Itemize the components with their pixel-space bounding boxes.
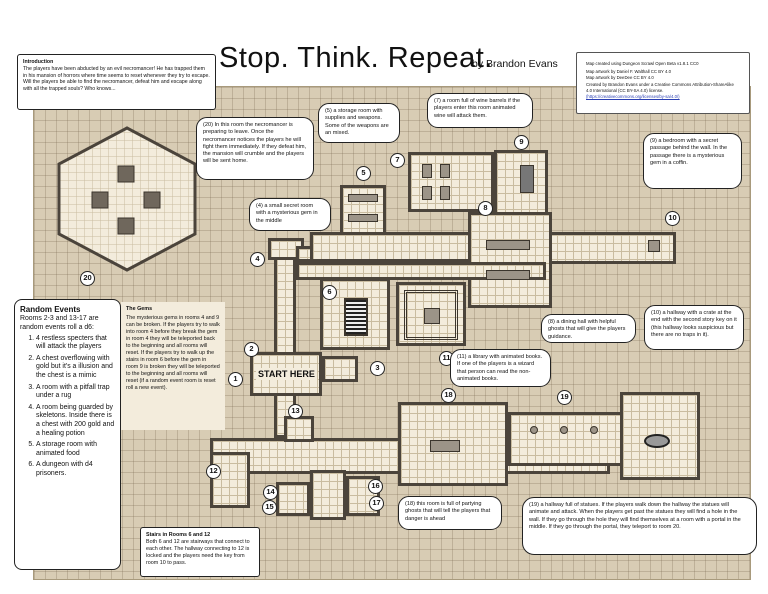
- callout-room-10: (10) a hallway with a crate at the end w…: [644, 305, 744, 350]
- random-event-item: A storage room with animated food: [36, 441, 115, 459]
- credit-line: Map artwork by DeeDee CC BY 4.0: [586, 74, 654, 80]
- room-12: [210, 452, 250, 508]
- wine-barrel: [422, 186, 432, 200]
- gems-heading: The Gems: [126, 306, 153, 312]
- room-12-marker: 12: [206, 464, 221, 479]
- wine-barrel: [440, 164, 450, 178]
- start-here-label: START HERE: [256, 368, 317, 380]
- room-14-marker: 14: [263, 485, 278, 500]
- room-1-marker: 1: [228, 372, 243, 387]
- room-2-marker: 2: [244, 342, 259, 357]
- room-19-hallway: [508, 412, 638, 466]
- callout-room-20: (20) In this room the necromancer is pre…: [196, 117, 314, 180]
- party-table: [430, 440, 460, 452]
- room-13: [284, 416, 314, 442]
- callout-room-19: (19) a hallway full of statues. If the p…: [522, 497, 757, 555]
- random-event-item: A chest overflowing with gold but it's a…: [36, 355, 115, 381]
- room-4: [268, 238, 304, 260]
- callout-room-9: (9) a bedroom with a secret passage behi…: [643, 133, 742, 189]
- callout-room-5: (5) a storage room with supplies and wea…: [318, 103, 400, 143]
- coffin: [520, 165, 534, 193]
- library-desk: [424, 308, 440, 324]
- corridor-lower-vertical: [310, 470, 346, 520]
- stairs-room-6: [344, 298, 368, 336]
- room-7-marker: 7: [390, 153, 405, 168]
- room-20-hexagon: [57, 126, 197, 272]
- statue: [590, 426, 598, 434]
- random-event-item: A room with a pitfall trap under a rug: [36, 384, 115, 402]
- room-16-marker: 16: [368, 479, 383, 494]
- callout-room-4: (4) a small secret room with a mysteriou…: [249, 198, 331, 231]
- random-events-list: 4 restless specters that will attack the…: [20, 335, 115, 479]
- supply-shelf: [348, 214, 378, 222]
- stairs-heading: Stairs in Rooms 6 and 12: [146, 532, 211, 538]
- stairs-text: Both 6 and 12 are stairways that connect…: [146, 539, 250, 567]
- statue: [530, 426, 538, 434]
- credits-scroll: Map created using Dungeon Scrawl Open Be…: [576, 52, 750, 114]
- callout-room-8: (8) a dining hall with helpful ghosts th…: [541, 314, 636, 343]
- dining-table: [486, 240, 530, 250]
- room-6-marker: 6: [322, 285, 337, 300]
- room-9-marker: 9: [514, 135, 529, 150]
- intro-heading: Introduction: [23, 59, 54, 65]
- room-4-marker: 4: [250, 252, 265, 267]
- room-20-marker: 20: [80, 271, 95, 286]
- room-19-marker: 19: [557, 390, 572, 405]
- random-event-item: 4 restless specters that will attack the…: [36, 335, 115, 353]
- room-13-marker: 13: [288, 404, 303, 419]
- room-10-hallway: [546, 232, 676, 264]
- random-events-intro: Rooms 2-3 and 13-17 are random events ro…: [20, 315, 99, 331]
- callout-room-11: (11) a library with animated books. If o…: [450, 349, 551, 387]
- credit-line: Created by Brandon Evans under a Creativ…: [586, 82, 734, 94]
- crate: [648, 240, 660, 252]
- room-17-marker: 17: [369, 496, 384, 511]
- gems-text: The mysterious gems in rooms 4 and 9 can…: [126, 315, 220, 392]
- credit-line: Map created using Dungeon Scrawl Open Be…: [586, 61, 699, 66]
- room-3: [322, 356, 358, 382]
- gems-panel: The Gems The mysterious gems in rooms 4 …: [121, 302, 225, 430]
- room-18-marker: 18: [441, 388, 456, 403]
- room-5: [340, 185, 386, 235]
- room-3-marker: 3: [370, 361, 385, 376]
- stairs-panel: Stairs in Rooms 6 and 12 Both 6 and 12 a…: [140, 527, 260, 577]
- room-10-marker: 10: [665, 211, 680, 226]
- room-14-15: [276, 482, 310, 516]
- intro-panel: Introduction The players have been abduc…: [17, 54, 216, 110]
- supply-shelf: [348, 194, 378, 202]
- library-shelves: [404, 290, 458, 340]
- page-title: Stop. Think. Repeat.: [219, 42, 493, 74]
- wine-barrel: [422, 164, 432, 178]
- wine-barrel: [440, 186, 450, 200]
- callout-room-18: (18) this room is full of partying ghost…: [398, 496, 502, 530]
- random-event-item: A room being guarded by skeletons. Insid…: [36, 404, 115, 439]
- random-events-panel: Random Events Rooms 2-3 and 13-17 are ra…: [14, 299, 121, 570]
- dining-table: [486, 270, 530, 280]
- license-link[interactable]: (https://creativecommons.org/licenses/by…: [586, 93, 680, 99]
- statue: [560, 426, 568, 434]
- portal: [644, 434, 670, 448]
- corridor-center: [296, 262, 546, 280]
- intro-text: The players have been abducted by an evi…: [23, 65, 210, 92]
- room-5-marker: 5: [356, 166, 371, 181]
- room-8-marker: 8: [478, 201, 493, 216]
- room-8-dining: [468, 212, 552, 308]
- callout-room-7: (7) a room full of wine barrels if the p…: [427, 93, 533, 128]
- random-event-item: A dungeon with d4 prisoners.: [36, 461, 115, 479]
- room-15-marker: 15: [262, 500, 277, 515]
- author-byline: by Brandon Evans: [472, 58, 558, 70]
- credit-line: Map artwork by Daniel F. Walthall CC BY …: [586, 68, 672, 74]
- random-events-heading: Random Events: [20, 305, 81, 314]
